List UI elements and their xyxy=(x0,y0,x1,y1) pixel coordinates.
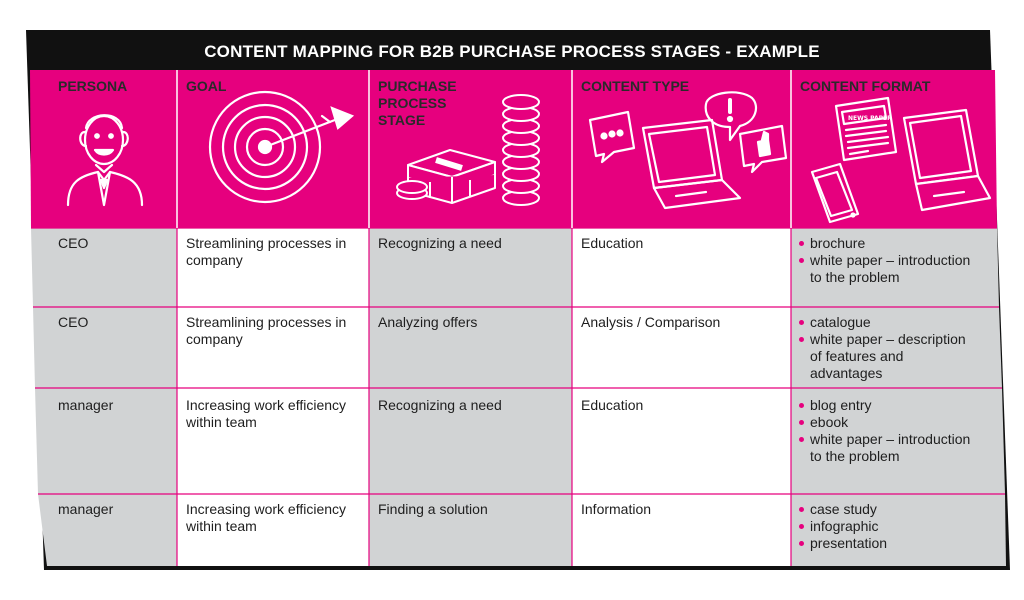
row-1-content-format: brochure white paper – introduction to t… xyxy=(798,235,976,286)
svg-text:NEWS PAPER: NEWS PAPER xyxy=(848,115,892,122)
target-arrow-icon xyxy=(208,90,355,204)
row-1-goal: Streamlining processes in company xyxy=(186,235,347,268)
newspaper-tablet-laptop-icon: NEWS PAPER xyxy=(810,96,992,224)
row-4-content-format: case study infographic presentation xyxy=(798,501,976,552)
row-2-stage: Analyzing offers xyxy=(378,314,478,330)
header-content-type: CONTENT TYPE xyxy=(581,78,690,94)
format-item: white paper – description of features an… xyxy=(798,331,976,382)
money-stacks-coins-icon xyxy=(396,94,540,206)
row-3-goal: Increasing work efficiency within team xyxy=(186,397,347,430)
row-3-content-type: Education xyxy=(581,397,644,413)
row-2-content-type: Analysis / Comparison xyxy=(581,314,721,330)
format-item: catalogue xyxy=(798,314,976,331)
format-item: white paper – introduction to the proble… xyxy=(798,252,976,286)
row-3-stage: Recognizing a need xyxy=(378,397,502,413)
row-4-persona: manager xyxy=(58,501,114,517)
header-goal: GOAL xyxy=(186,78,227,94)
row-1-stage: Recognizing a need xyxy=(378,235,502,251)
format-item: brochure xyxy=(798,235,976,252)
format-item: infographic xyxy=(798,518,976,535)
row-4-stage: Finding a solution xyxy=(378,501,488,517)
row-2-content-format: catalogue white paper – description of f… xyxy=(798,314,976,382)
table-title: CONTENT MAPPING FOR B2B PURCHASE PROCESS… xyxy=(204,42,820,61)
row-1-content-type: Education xyxy=(581,235,644,251)
header-content-format: CONTENT FORMAT xyxy=(800,78,931,94)
row-2-persona: CEO xyxy=(58,314,89,330)
businessman-icon xyxy=(66,114,144,207)
row-3-persona: manager xyxy=(58,397,114,413)
row-4-goal: Increasing work efficiency within team xyxy=(186,501,347,534)
format-item: ebook xyxy=(798,414,976,431)
format-item: presentation xyxy=(798,535,976,552)
row-2-goal: Streamlining processes in company xyxy=(186,314,347,347)
format-item: case study xyxy=(798,501,976,518)
laptop-chat-bubbles-icon xyxy=(588,91,788,210)
format-item: white paper – introduction to the proble… xyxy=(798,431,976,465)
header-persona: PERSONA xyxy=(58,78,128,94)
row-1-persona: CEO xyxy=(58,235,89,251)
row-3-content-format: blog entry ebook white paper – introduct… xyxy=(798,397,976,465)
header-purchase-process-stage: PURCHASE PROCESS STAGE xyxy=(378,78,457,128)
format-item: blog entry xyxy=(798,397,976,414)
row-4-content-type: Information xyxy=(581,501,652,517)
